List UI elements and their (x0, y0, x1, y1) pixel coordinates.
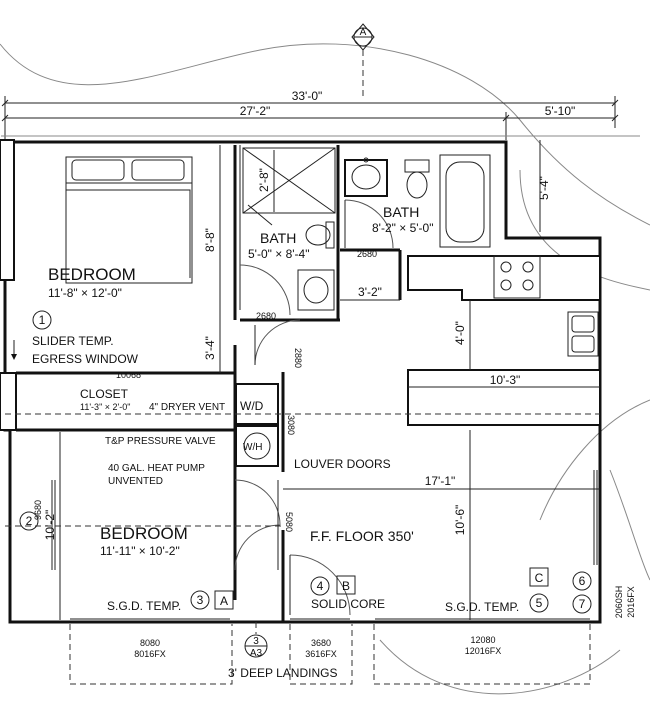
toilet-icon (305, 224, 331, 246)
note-sgd-right: S.G.D. TEMP. (445, 600, 519, 614)
bath1-name: BATH (260, 230, 296, 246)
bath2-size: 8'-2" × 5'-0" (372, 221, 433, 235)
bedroom1-name: BEDROOM (48, 265, 136, 284)
note-landings: 3' DEEP LANDINGS (228, 666, 337, 680)
closet-name: CLOSET (80, 387, 129, 401)
tag-5: 5 (536, 596, 543, 610)
closet-size: 11'-3" × 2'-0" (80, 402, 130, 412)
note-louver: LOUVER DOORS (294, 457, 391, 471)
water-heater-label: W/H (243, 442, 262, 453)
tag-6: 6 (579, 574, 586, 588)
door-swings (234, 199, 394, 616)
section-marker-top: A (351, 23, 375, 100)
tag-2: 2 (26, 514, 33, 528)
dim-kitchen-vert: 4'-0" (453, 321, 467, 345)
water-heater-icon (243, 432, 271, 460)
note-solid-core: SOLID CORE (311, 597, 385, 611)
tag-7: 7 (579, 597, 586, 611)
tag-B: B (342, 579, 350, 593)
window-3a: 12080 (470, 635, 495, 645)
section-letter: A (360, 27, 367, 38)
bedroom2-name: BEDROOM (100, 524, 188, 543)
dim-left-run: 27'-2" (240, 104, 271, 118)
section-number: 3 (253, 636, 259, 647)
door-2680-b: 2680 (357, 249, 377, 259)
note-sgd-left: S.G.D. TEMP. (107, 599, 181, 613)
top-dimensions: 33'-0" 27'-2" 5'-10" (1, 89, 640, 140)
dim-right-run: 5'-10" (545, 104, 576, 118)
dim-bath2-door: 3'-2" (358, 285, 382, 299)
window-2b: 3616FX (305, 649, 337, 659)
window-3b: 12016FX (465, 646, 502, 656)
sink-icon-2 (351, 164, 381, 190)
callout-tags: 1 2 3 A 4 B C 5 6 7 (19, 310, 592, 614)
window-4a: 2060SH (614, 586, 624, 619)
right-dimension: 5'-4" (537, 140, 551, 232)
dim-overall: 33'-0" (292, 89, 323, 103)
note-slider: SLIDER TEMP. (32, 334, 114, 348)
bedroom1-size: 11'-8" × 12'-0" (48, 286, 122, 300)
tag-A: A (220, 594, 228, 608)
floor-label: F.F. FLOOR 350' (310, 528, 414, 544)
dim-counter: 10'-3" (490, 373, 521, 387)
tag-C: C (535, 571, 544, 585)
landings: 8080 8016FX 3680 3616FX 12080 12016FX 20… (69, 586, 636, 685)
dim-right-vert: 5'-4" (537, 176, 551, 200)
room-labels: BEDROOM 11'-8" × 12'-0" BATH 5'-0" × 8'-… (48, 204, 433, 558)
dim-hall-vert: 3'-4" (203, 336, 217, 360)
door-size-labels: 2680 2680 2880 3080 5080 9680 10068 (33, 249, 377, 532)
door-3080: 3080 (286, 415, 296, 435)
fixtures (65, 147, 599, 460)
tag-3: 3 (197, 593, 204, 607)
dim-bed2-vert: 10'-2" (43, 510, 57, 541)
window-2a: 3680 (311, 638, 331, 648)
exterior-walls (0, 139, 602, 624)
dim-great-vert: 10'-6" (453, 505, 467, 536)
window-glazing (51, 470, 598, 620)
door-9680: 9680 (33, 500, 43, 520)
door-2680-a: 2680 (256, 311, 276, 321)
door-10068: 10068 (116, 370, 141, 380)
shower-icon (242, 147, 336, 214)
bath1-size: 5'-0" × 8'-4" (248, 247, 309, 261)
note-tp-valve: T&P PRESSURE VALVE (105, 436, 216, 447)
bathtub-icon (439, 154, 491, 248)
notes: SLIDER TEMP. EGRESS WINDOW 4" DRYER VENT… (11, 334, 519, 680)
tag-1: 1 (39, 313, 46, 327)
range-icon (493, 255, 541, 299)
bedroom2-size: 11'-11" × 10'-2" (100, 544, 180, 558)
section-marker-bottom: 3 A3 (244, 622, 268, 659)
section-sheet: A3 (250, 648, 263, 659)
window-4b: 2016FX (626, 586, 636, 618)
dim-great-room: 17'-1" (425, 474, 456, 488)
window-1b: 8016FX (134, 649, 166, 659)
door-5080: 5080 (284, 512, 294, 532)
tag-4: 4 (317, 579, 324, 593)
note-unvented: UNVENTED (108, 476, 163, 487)
dim-shower-vert: 2'-8" (257, 168, 271, 192)
door-2880: 2880 (293, 348, 303, 368)
sink-icon (297, 269, 335, 311)
interior-walls (16, 145, 601, 622)
interior-dimensions: 8'-8" 2'-8" 3'-4" 4'-0" 10'-3" 3'-2" 17'… (5, 145, 600, 620)
toilet-icon-2 (404, 159, 430, 173)
note-egress: EGRESS WINDOW (32, 352, 139, 366)
note-heat-pump: 40 GAL. HEAT PUMP (108, 463, 205, 474)
dim-bed1-vert: 8'-8" (203, 228, 217, 252)
bath2-name: BATH (383, 204, 419, 220)
kitchen-sink-icon (567, 311, 599, 357)
note-dryer-vent: 4" DRYER VENT (149, 402, 225, 413)
window-1a: 8080 (140, 638, 160, 648)
washer-dryer-label: W/D (240, 399, 264, 413)
